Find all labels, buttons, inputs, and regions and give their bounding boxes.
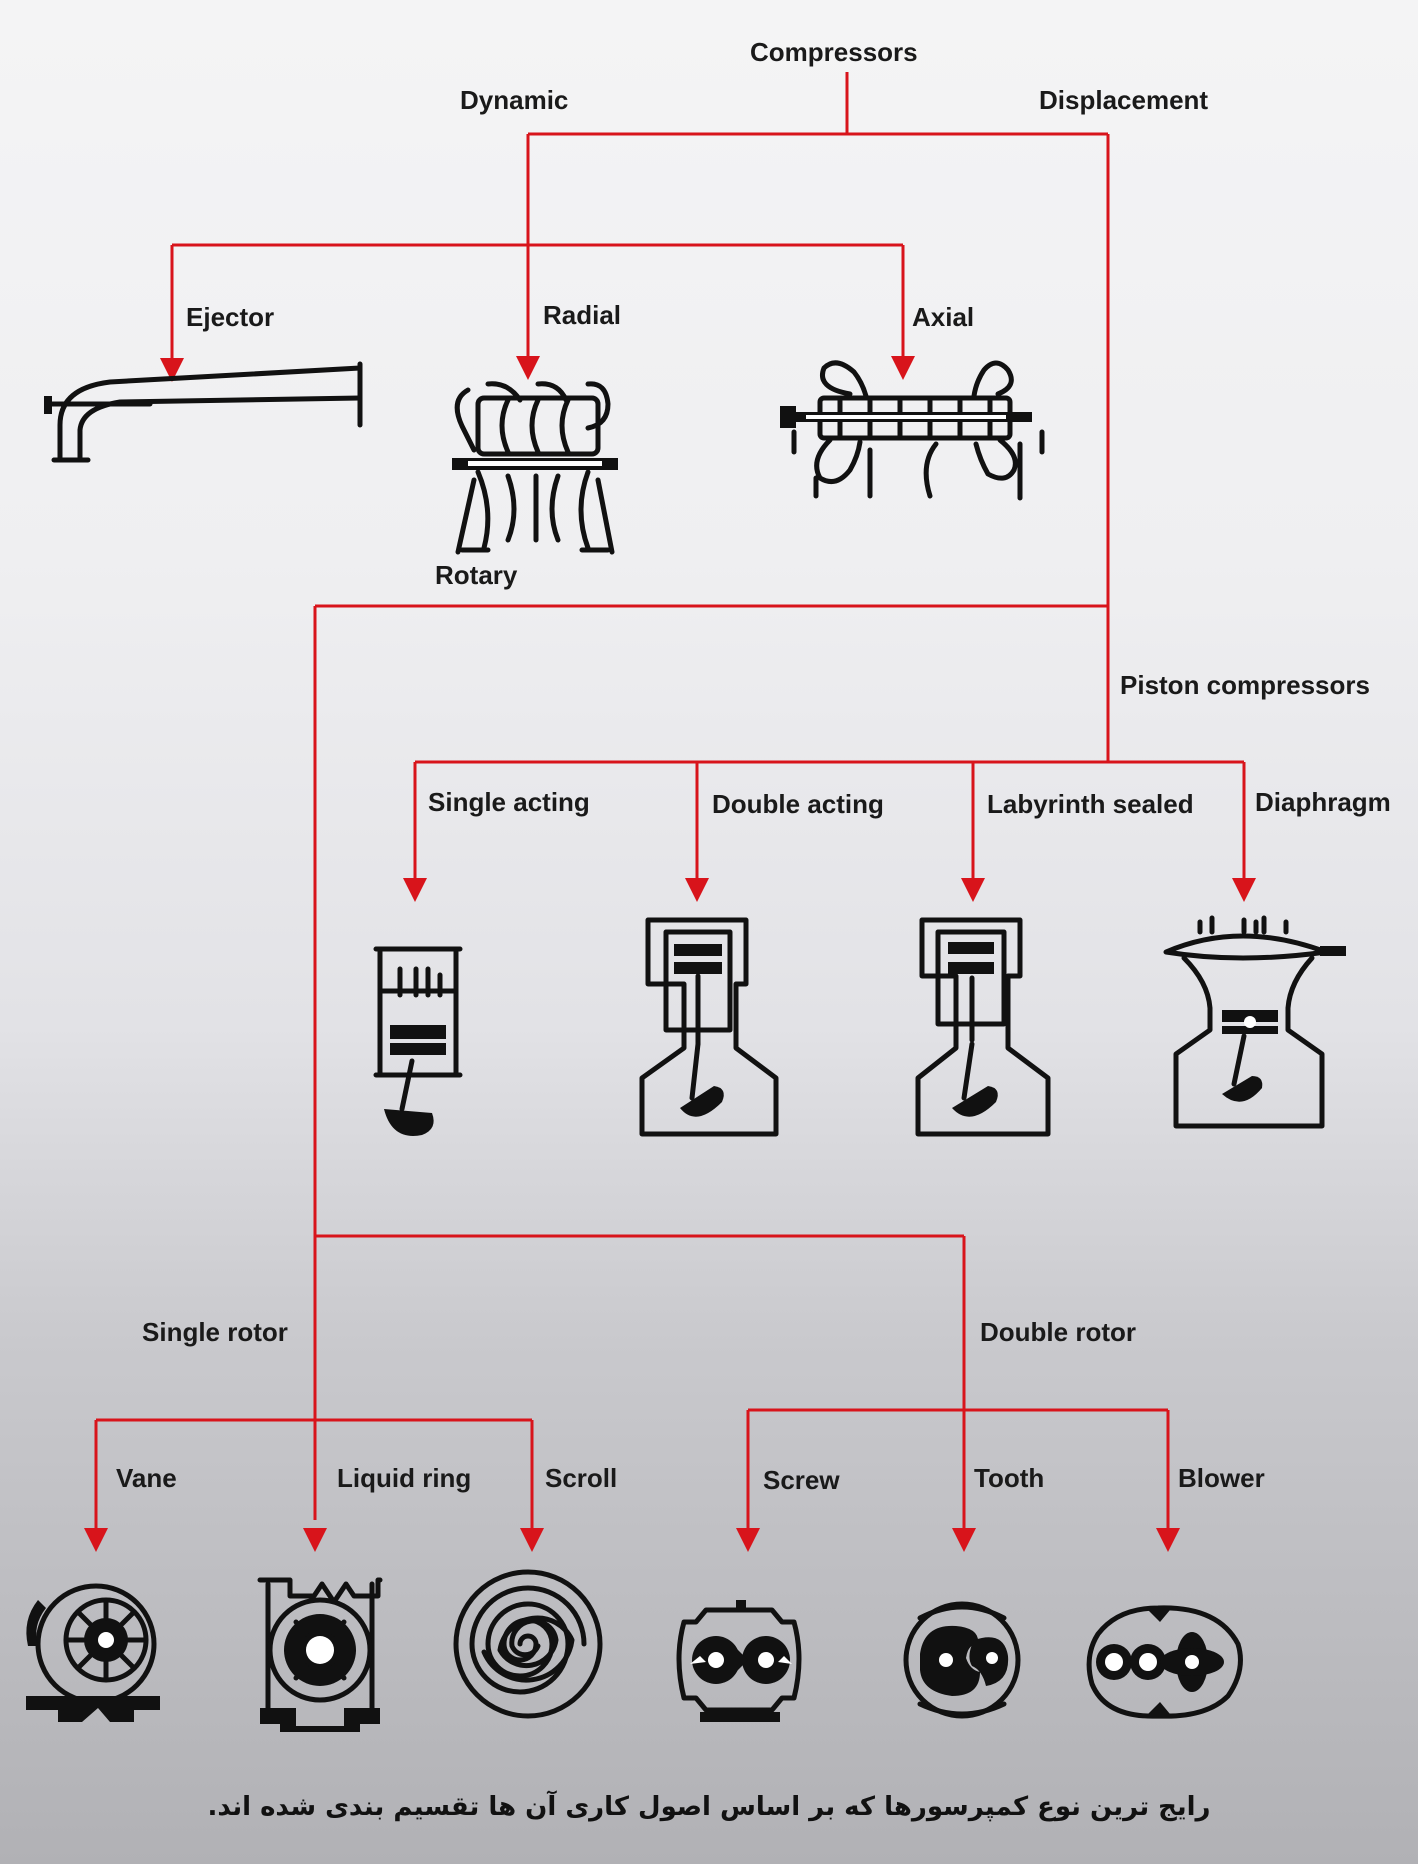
label-double-rotor: Double rotor [980,1317,1136,1347]
arrowheads [84,356,1256,1552]
label-dynamic: Dynamic [460,85,568,115]
label-radial: Radial [543,300,621,330]
label-diaphragm: Diaphragm [1255,787,1391,817]
arrowhead-blower [1156,1528,1180,1552]
labels: Compressors Dynamic Displacement Ejector… [116,37,1391,1495]
arrowhead-scroll [520,1528,544,1552]
label-axial: Axial [912,302,974,332]
arrowhead-radial [516,356,540,380]
label-liquid-ring: Liquid ring [337,1463,471,1493]
arrowhead-ejector [160,358,184,382]
connector-lines [94,72,1246,1532]
label-single-rotor: Single rotor [142,1317,288,1347]
arrowhead-screw [736,1528,760,1552]
diaphragm-compressor-icon [1163,915,1346,1129]
liquid-ring-compressor-icon [257,1577,383,1732]
label-blower: Blower [1178,1463,1265,1493]
arrowhead-axial [891,356,915,380]
label-labyrinth-sealed: Labyrinth sealed [987,789,1194,819]
caption: رایج ترین نوع کمپرسورها که بر اساس اصول … [207,1792,1211,1822]
label-rotary: Rotary [435,560,518,590]
label-vane: Vane [116,1463,177,1493]
screw-compressor-icon [676,1600,802,1722]
label-piston-compressors: Piston compressors [1120,670,1370,700]
arrowhead-vane [84,1528,108,1552]
ejector-icon [44,361,363,463]
label-single-acting: Single acting [428,787,590,817]
labyrinth-sealed-piston-icon [915,917,1051,1137]
label-screw: Screw [763,1465,840,1495]
label-displacement: Displacement [1039,85,1208,115]
label-tooth: Tooth [974,1463,1044,1493]
vane-compressor-icon [26,1583,160,1722]
tooth-compressor-icon [903,1601,1021,1719]
label-ejector: Ejector [186,302,274,332]
arrowhead-double-acting [685,878,709,902]
double-acting-piston-icon [639,917,779,1137]
scroll-compressor-icon [453,1569,603,1719]
axial-compressor-icon [780,360,1045,501]
radial-compressor-icon [452,381,618,555]
arrowhead-single-acting [403,878,427,902]
arrowhead-labyrinth [961,878,985,902]
arrowhead-liquid-ring [303,1528,327,1552]
label-double-acting: Double acting [712,789,884,819]
label-scroll: Scroll [545,1463,617,1493]
single-acting-piston-icon [373,946,463,1136]
label-compressors: Compressors [750,37,918,67]
arrowhead-diaphragm [1232,878,1256,902]
blower-compressor-icon [1086,1605,1243,1719]
arrowhead-tooth [952,1528,976,1552]
